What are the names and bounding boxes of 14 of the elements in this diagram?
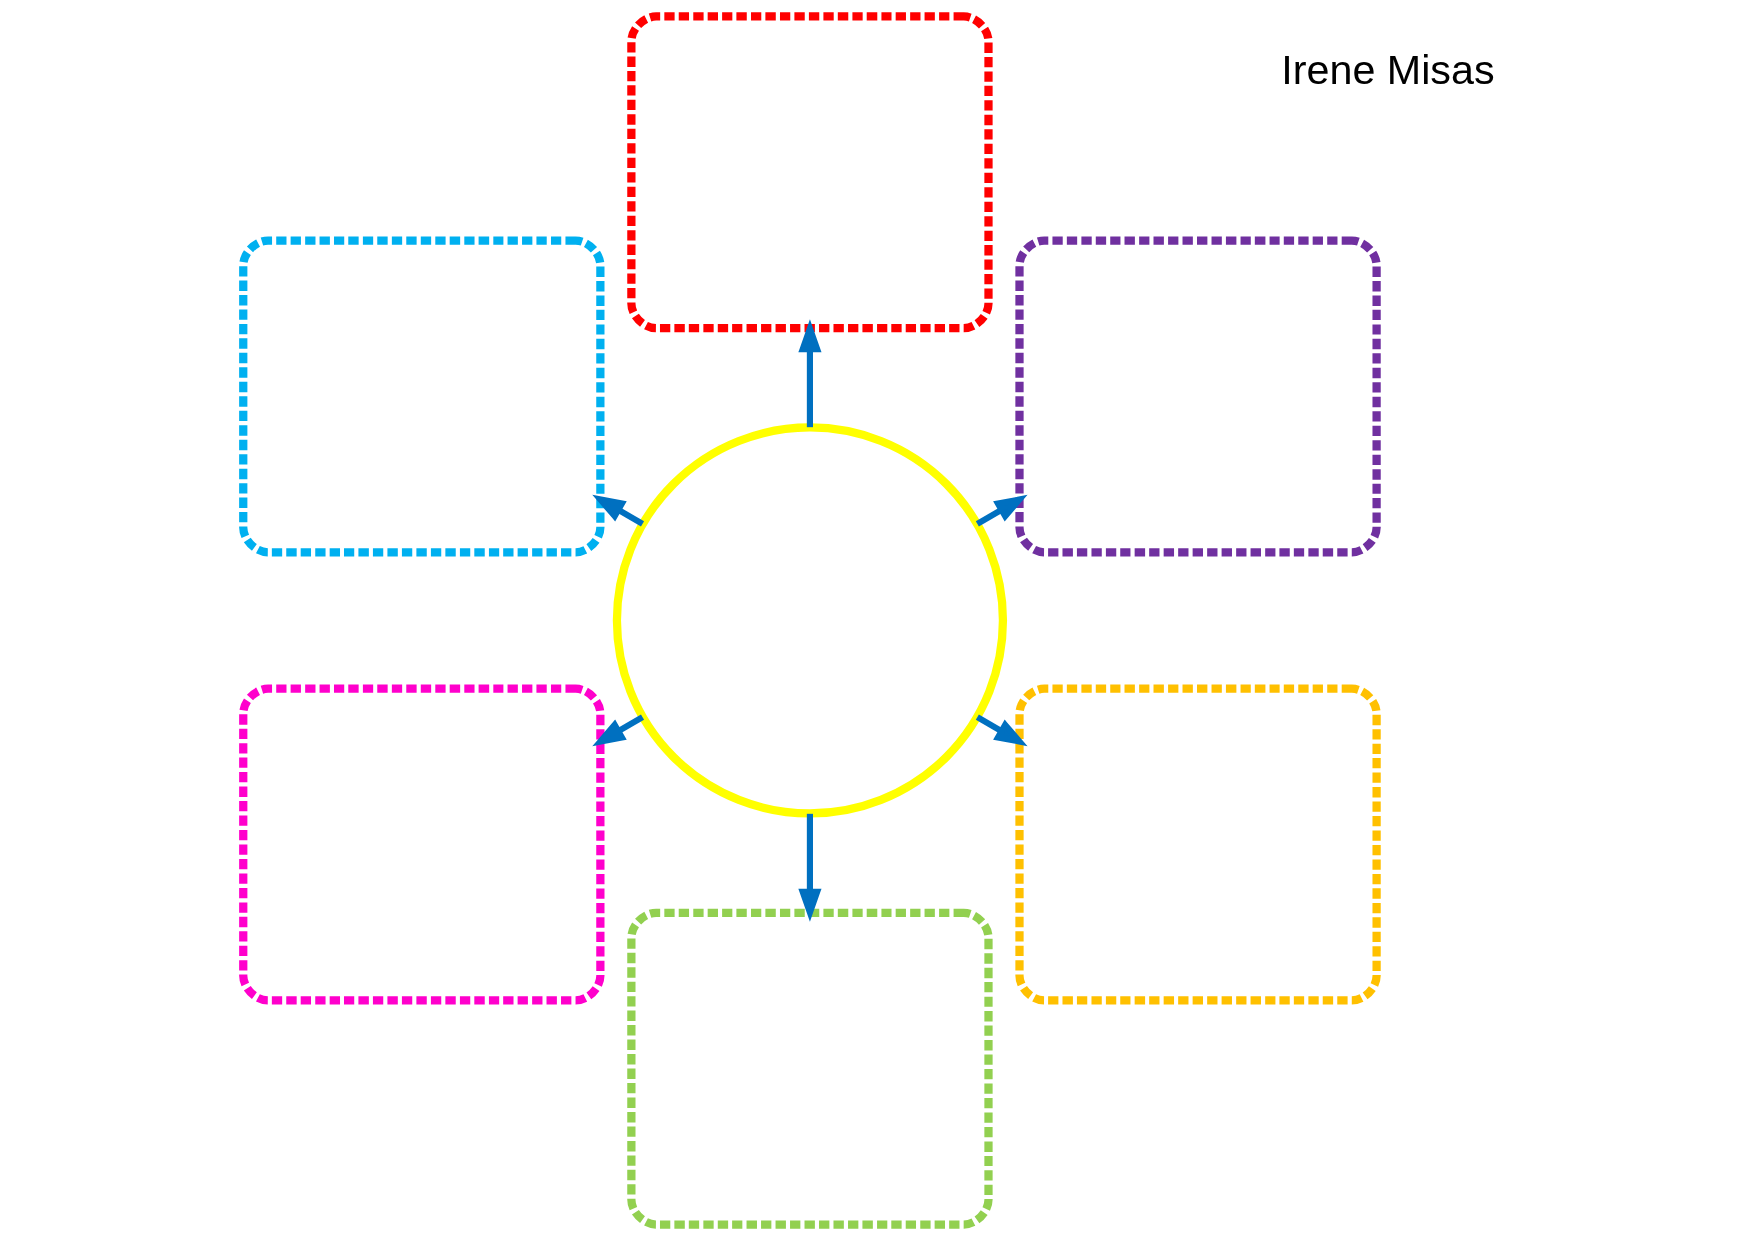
arrow (798, 813, 822, 922)
node-box (1015, 236, 1381, 557)
arrow (592, 714, 645, 747)
arrow (975, 714, 1028, 747)
node-box (1015, 684, 1381, 1005)
arrow (798, 319, 822, 428)
arrow (975, 494, 1028, 527)
label: Irene Misas (1281, 46, 1495, 93)
arrow (592, 494, 645, 527)
node-circle (612, 423, 1008, 818)
node-box (627, 908, 993, 1229)
node-box (627, 12, 993, 333)
node-box (239, 236, 605, 557)
node-box (239, 684, 605, 1005)
